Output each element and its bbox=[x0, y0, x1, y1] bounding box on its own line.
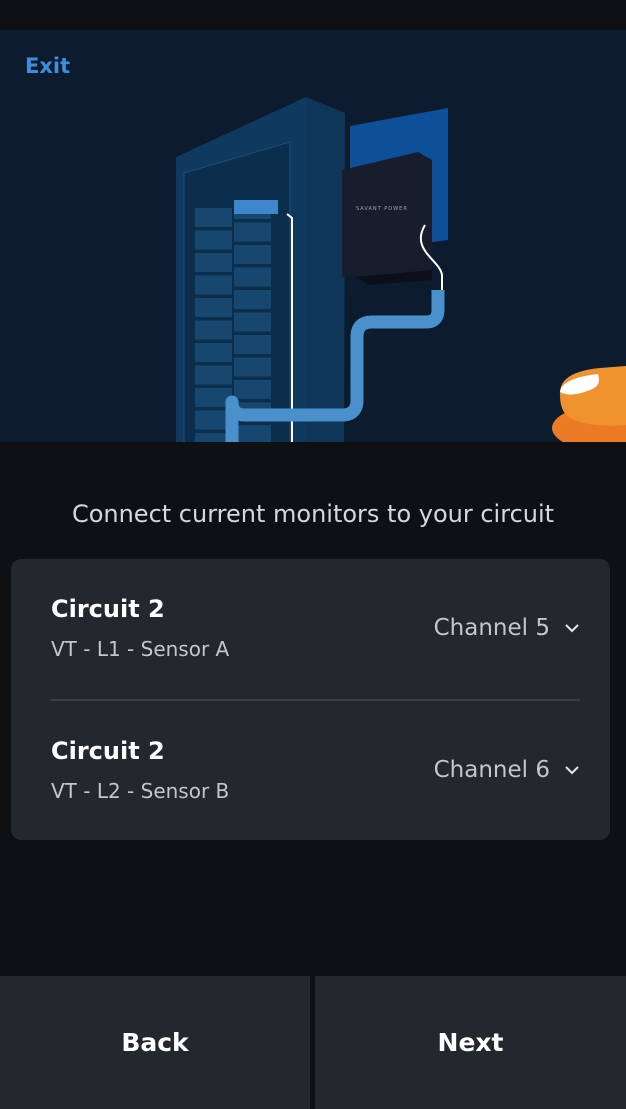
chevron-down-icon bbox=[565, 766, 579, 775]
breaker bbox=[195, 343, 232, 362]
circuit-row: Circuit 2 VT - L1 - Sensor A Channel 5 bbox=[51, 559, 580, 699]
chevron-down-icon bbox=[565, 624, 579, 633]
circuit-row: Circuit 2 VT - L2 - Sensor B Channel 6 bbox=[51, 701, 580, 841]
channel-dropdown[interactable]: Channel 5 bbox=[434, 615, 580, 641]
exit-button[interactable]: Exit bbox=[25, 54, 71, 78]
next-button[interactable]: Next bbox=[315, 976, 626, 1109]
breaker bbox=[234, 245, 271, 264]
breaker bbox=[195, 388, 232, 407]
breaker bbox=[195, 320, 232, 340]
breaker bbox=[195, 410, 232, 430]
circuit-subtitle: VT - L1 - Sensor A bbox=[51, 637, 230, 661]
breaker bbox=[234, 357, 271, 377]
status-bar bbox=[0, 0, 626, 30]
circuit-title: Circuit 2 bbox=[51, 595, 165, 623]
back-button[interactable]: Back bbox=[0, 976, 310, 1109]
breaker bbox=[234, 290, 271, 309]
channel-value: Channel 5 bbox=[433, 615, 550, 641]
monitor-device bbox=[342, 152, 432, 277]
breaker bbox=[234, 335, 271, 354]
breaker bbox=[195, 365, 232, 385]
breaker bbox=[195, 275, 232, 295]
breaker bbox=[234, 312, 271, 332]
breaker bbox=[234, 425, 271, 442]
circuit-subtitle: VT - L2 - Sensor B bbox=[51, 779, 230, 803]
hero-illustration: SAVANT POWER Exit bbox=[0, 30, 626, 442]
breaker bbox=[234, 222, 271, 242]
channel-value: Channel 6 bbox=[433, 757, 550, 783]
breaker bbox=[195, 208, 232, 227]
circuit-list: Circuit 2 VT - L1 - Sensor A Channel 5 C… bbox=[11, 559, 610, 840]
breaker bbox=[195, 253, 232, 272]
breaker bbox=[195, 230, 232, 250]
instruction-text: Connect current monitors to your circuit bbox=[71, 500, 555, 528]
breaker bbox=[234, 267, 271, 287]
breaker bbox=[234, 380, 271, 399]
device-logo: SAVANT POWER bbox=[356, 206, 408, 212]
divider bbox=[51, 699, 580, 701]
breaker bbox=[195, 298, 232, 317]
conduit bbox=[225, 290, 445, 442]
panel-illustration: SAVANT POWER bbox=[176, 97, 626, 442]
breaker bbox=[195, 433, 232, 442]
channel-dropdown[interactable]: Channel 6 bbox=[434, 757, 580, 783]
circuit-title: Circuit 2 bbox=[51, 737, 165, 765]
